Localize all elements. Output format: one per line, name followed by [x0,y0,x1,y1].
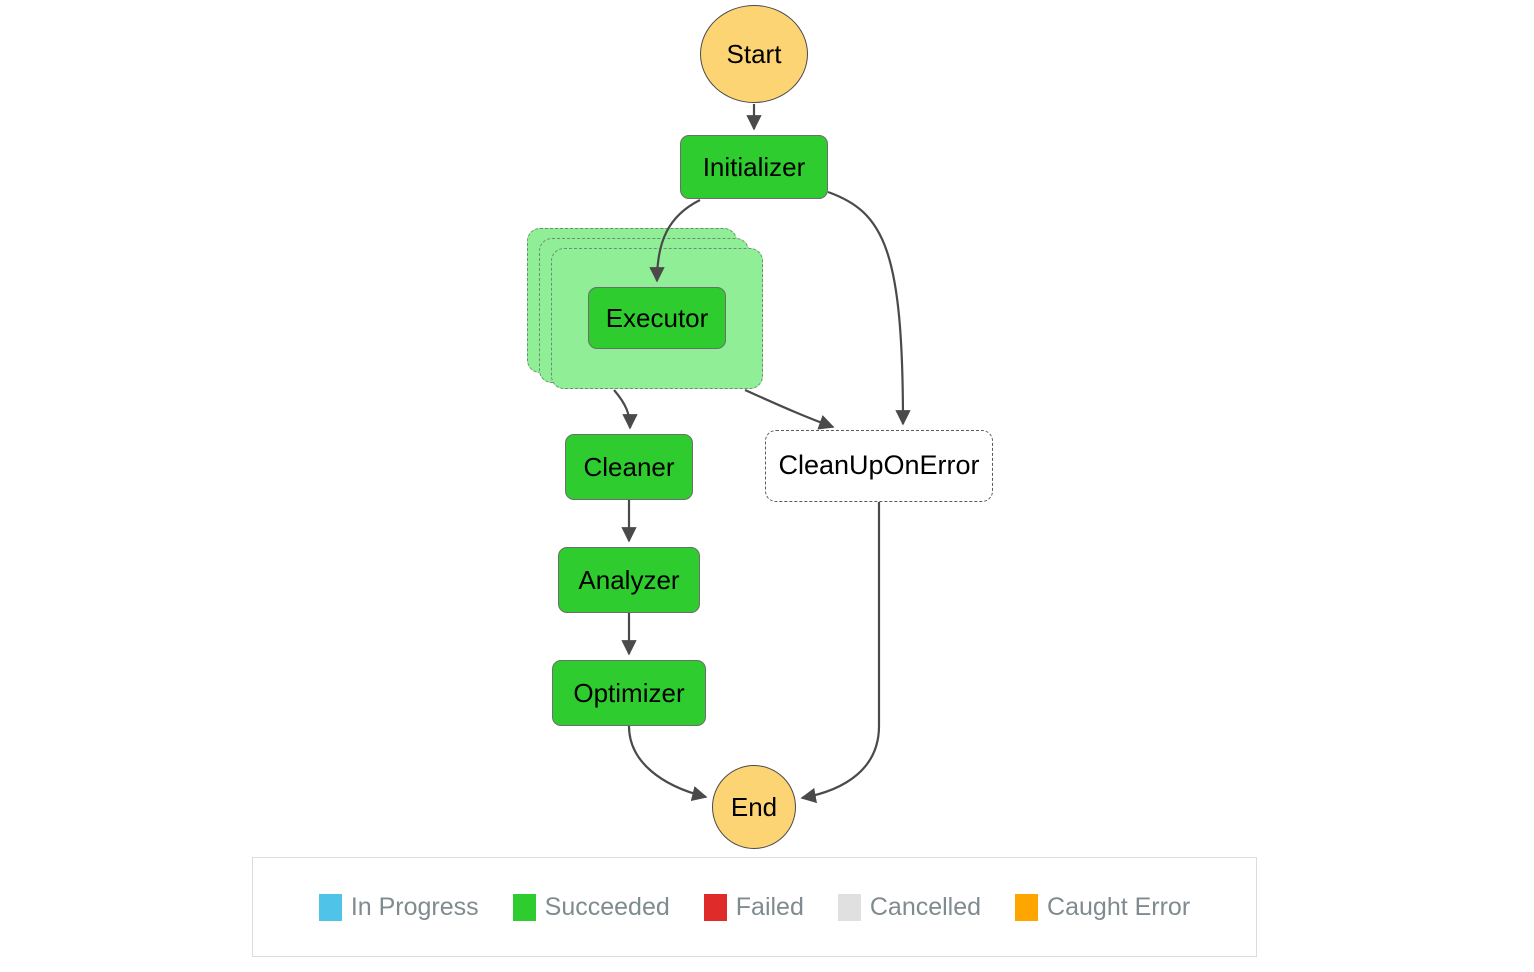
legend-items: In Progress Succeeded Failed Cancelled C… [318,892,1190,922]
edge-executor-cleanuponerror [744,388,835,430]
legend-item-in-progress: In Progress [318,892,479,922]
legend-item-succeeded: Succeeded [512,892,670,922]
edge-initializer-cleanuponerror [827,190,911,426]
legend-label-cancelled: Cancelled [869,892,982,921]
edge-cleanuponerror-end [800,502,881,804]
node-initializer[interactable]: Initializer [680,135,828,199]
node-end[interactable]: End [712,765,796,849]
node-cleanuponerror-label: CleanUpOnError [778,450,980,481]
legend-swatch-in-progress [318,893,342,921]
node-analyzer[interactable]: Analyzer [558,547,700,613]
legend-swatch-cancelled [837,893,861,921]
legend-label-failed: Failed [735,892,804,921]
node-executor-label: Executor [605,302,709,333]
node-optimizer[interactable]: Optimizer [552,660,706,726]
status-legend: In Progress Succeeded Failed Cancelled C… [252,857,1257,957]
legend-item-caught-error: Caught Error [1015,893,1190,922]
node-end-label: End [730,791,778,822]
node-start-label: Start [726,38,782,69]
legend-swatch-succeeded [512,893,536,921]
node-analyzer-label: Analyzer [578,564,680,595]
node-start[interactable]: Start [700,5,808,103]
node-cleaner-label: Cleaner [583,451,675,482]
legend-label-caught-error: Caught Error [1047,892,1191,921]
node-executor[interactable]: Executor [588,287,726,349]
legend-item-failed: Failed [703,892,804,922]
node-cleaner[interactable]: Cleaner [565,434,693,500]
edge-executor-cleaner [613,389,638,430]
legend-swatch-caught-error [1015,893,1039,921]
node-optimizer-label: Optimizer [573,677,685,708]
edge-optimizer-end [627,725,708,802]
legend-label-in-progress: In Progress [350,892,479,921]
legend-swatch-failed [703,893,727,921]
node-cleanuponerror[interactable]: CleanUpOnError [765,430,993,502]
legend-item-cancelled: Cancelled [837,892,982,922]
node-initializer-label: Initializer [702,151,806,182]
legend-label-succeeded: Succeeded [544,892,670,921]
